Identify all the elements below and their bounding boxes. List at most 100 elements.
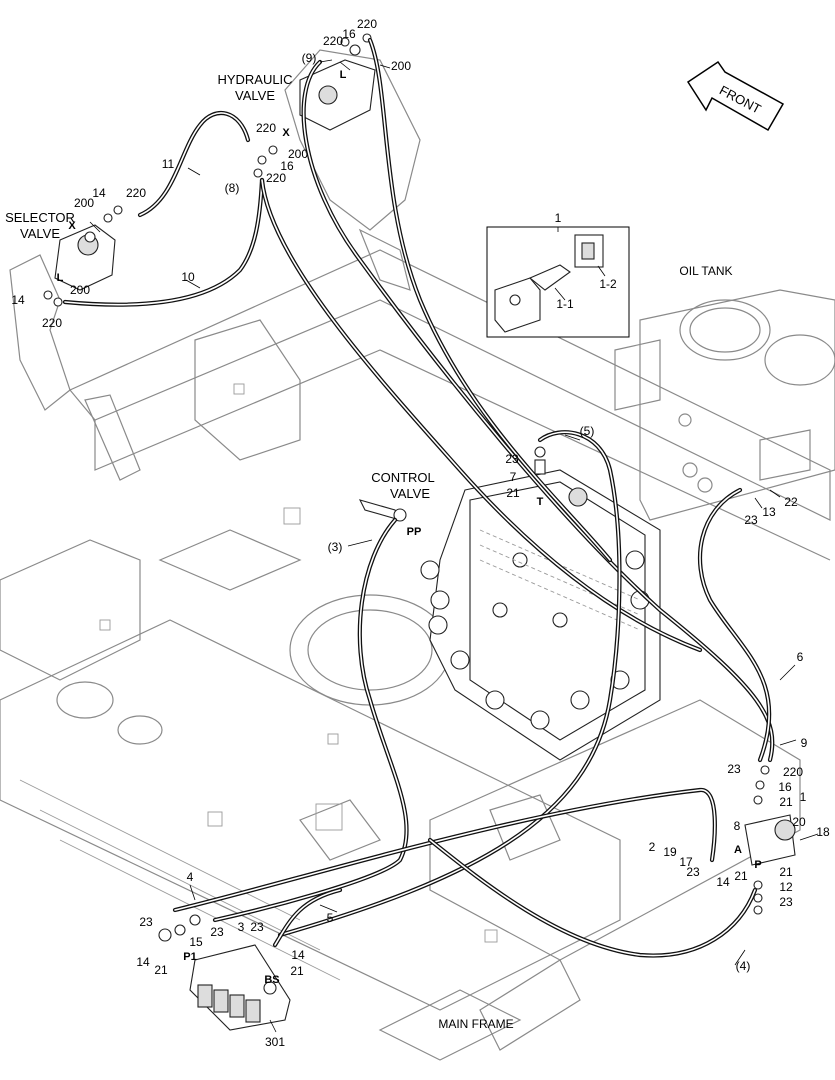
callout: 1 [800,790,807,804]
callout: 1 [555,211,562,225]
callout: P [754,859,761,871]
hose-6 [697,487,772,763]
callout: 6 [797,650,804,664]
callout: 23 [250,920,264,934]
selector-valve-label-line2: VALVE [20,226,60,241]
leader-lines [89,59,819,1033]
hydraulic-valve-label-line2: VALVE [235,88,275,103]
callout: 23 [139,915,153,929]
main-frame-structure [0,49,835,1061]
callout: 23 [210,925,224,939]
pilot-valve-301 [158,914,291,1031]
callout: A [734,844,742,856]
callout: 14 [11,293,25,307]
callout: 220 [42,316,62,330]
callout: 23 [744,513,758,527]
callout: 1-2 [599,277,617,291]
control-valve [358,446,661,761]
hose-5-bracket [277,430,622,938]
hoses [62,37,775,958]
callout: 8 [734,819,741,833]
solenoid-valve-block [744,765,796,915]
callout: 7 [510,470,517,484]
callout: 16 [280,159,294,173]
selector-valve [43,205,123,307]
callout: 200 [74,196,94,210]
hose-10 [62,177,265,307]
callout: 220 [357,17,377,31]
callout: BS [264,974,279,986]
callout: 14 [136,955,150,969]
callout: (4) [736,959,751,973]
callout: 23 [505,452,519,466]
callout: 301 [265,1035,285,1049]
callout: 16 [342,27,356,41]
callout: 23 [727,762,741,776]
callout: L [57,272,64,284]
control-valve-label-line1: CONTROL [371,470,435,485]
callout: X [68,220,76,232]
front-arrow-icon [686,60,785,132]
callout: 13 [762,505,776,519]
hydraulic-valve-label-line1: HYDRAULIC [217,72,292,87]
callout: 5 [327,911,334,925]
callout: 2 [649,840,656,854]
callout: 17 [679,855,693,869]
callout: 21 [779,795,793,809]
inset-detail-box [486,226,630,338]
hose-11 [137,110,251,218]
hose-4 [172,787,717,913]
callout: 21 [506,486,520,500]
callout: T [537,496,544,508]
selector-valve-label-line1: SELECTOR [5,210,75,225]
callout: X [282,127,290,139]
oil-tank [614,289,835,521]
oil-tank-label: OIL TANK [679,264,732,278]
callout: 22 [784,495,798,509]
callout: 21 [154,963,168,977]
callout: 3 [238,920,245,934]
callouts: 1 1-1 1-2 220 16 220 (9) 200 L 220 X 200… [11,17,830,1049]
callout: 18 [816,825,830,839]
callout: 200 [391,59,411,73]
callout: 220 [323,34,343,48]
callout: 21 [779,865,793,879]
callout: 11 [162,157,175,171]
callout: PP [407,526,422,538]
hose-3-bracket [212,517,409,923]
callout: L [340,69,347,81]
callout: (8) [225,181,240,195]
hose-4-bracket [427,837,758,958]
callout: (3) [328,540,343,554]
callout: P1 [183,951,196,963]
callout: 1-1 [556,297,574,311]
callout: (5) [580,424,595,438]
callout: 19 [663,845,677,859]
callout: 23 [686,865,700,879]
hose-unnamed-top [367,37,613,563]
callout: 14 [92,186,106,200]
callout: 220 [266,171,286,185]
callout: 15 [189,935,203,949]
callout: 220 [783,765,803,779]
main-frame-label: MAIN FRAME [438,1017,513,1031]
control-valve-label-line2: VALVE [390,486,430,501]
callout: 20 [792,815,806,829]
callout: 200 [288,147,308,161]
hose-9 [301,59,775,763]
callout: 9 [801,736,808,750]
callout: 23 [779,895,793,909]
callout: 10 [181,270,195,284]
callout: (9) [302,51,317,65]
callout: 220 [126,186,146,200]
callout: 200 [70,283,90,297]
callout: 14 [291,948,305,962]
callout: 16 [778,780,792,794]
callout: 21 [734,869,748,883]
callout: 14 [716,875,730,889]
hose-5 [272,887,343,948]
callout: 4 [187,870,194,884]
callout: 220 [256,121,276,135]
hydraulic-valve [253,33,376,178]
